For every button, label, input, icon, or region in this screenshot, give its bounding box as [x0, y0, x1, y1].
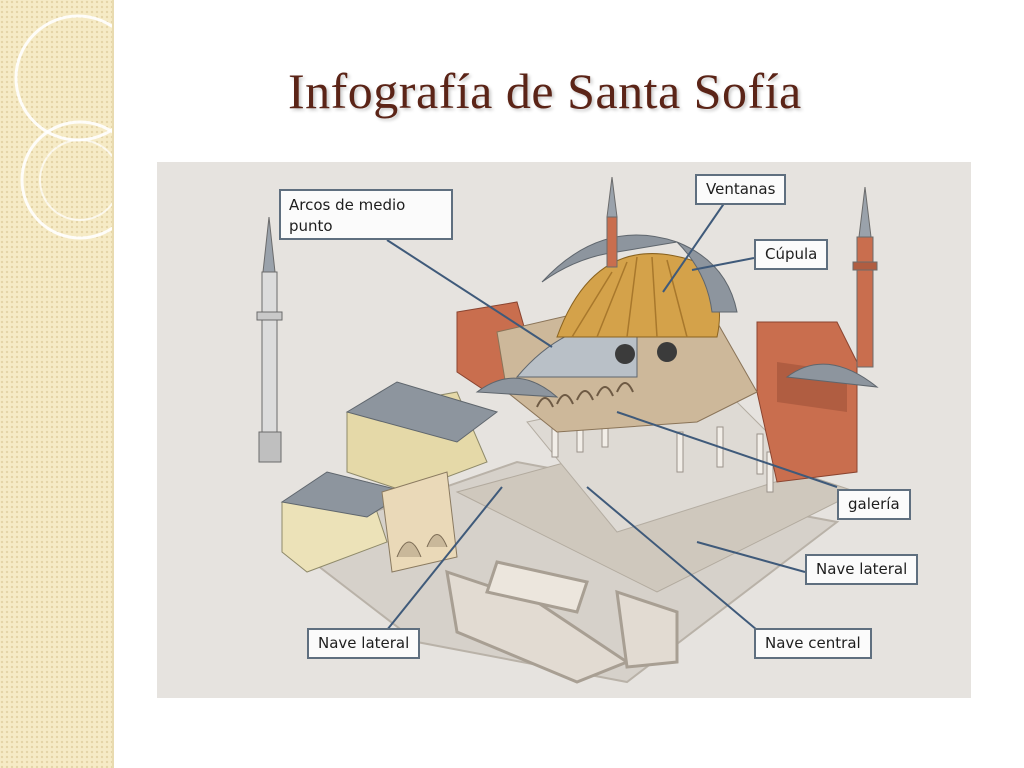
- label-nave-lateral-left: Nave lateral: [307, 628, 421, 659]
- decorative-circles: [14, 14, 112, 240]
- slide-title: Infografía de Santa Sofía: [288, 63, 802, 119]
- decorative-side-band: [0, 0, 114, 768]
- label-cupula: Cúpula: [754, 239, 829, 270]
- label-nave-central: Nave central: [754, 628, 872, 659]
- hagia-sophia-cutaway-illustration: Arcos de medio punto Ventanas Cúpula gal…: [157, 162, 971, 698]
- label-nave-lateral-right: Nave lateral: [805, 554, 919, 585]
- label-galeria: galería: [837, 489, 911, 520]
- label-ventanas: Ventanas: [695, 174, 787, 205]
- label-arcos-de-medio-punto: Arcos de medio punto: [279, 189, 453, 240]
- building-drawing: [256, 176, 879, 684]
